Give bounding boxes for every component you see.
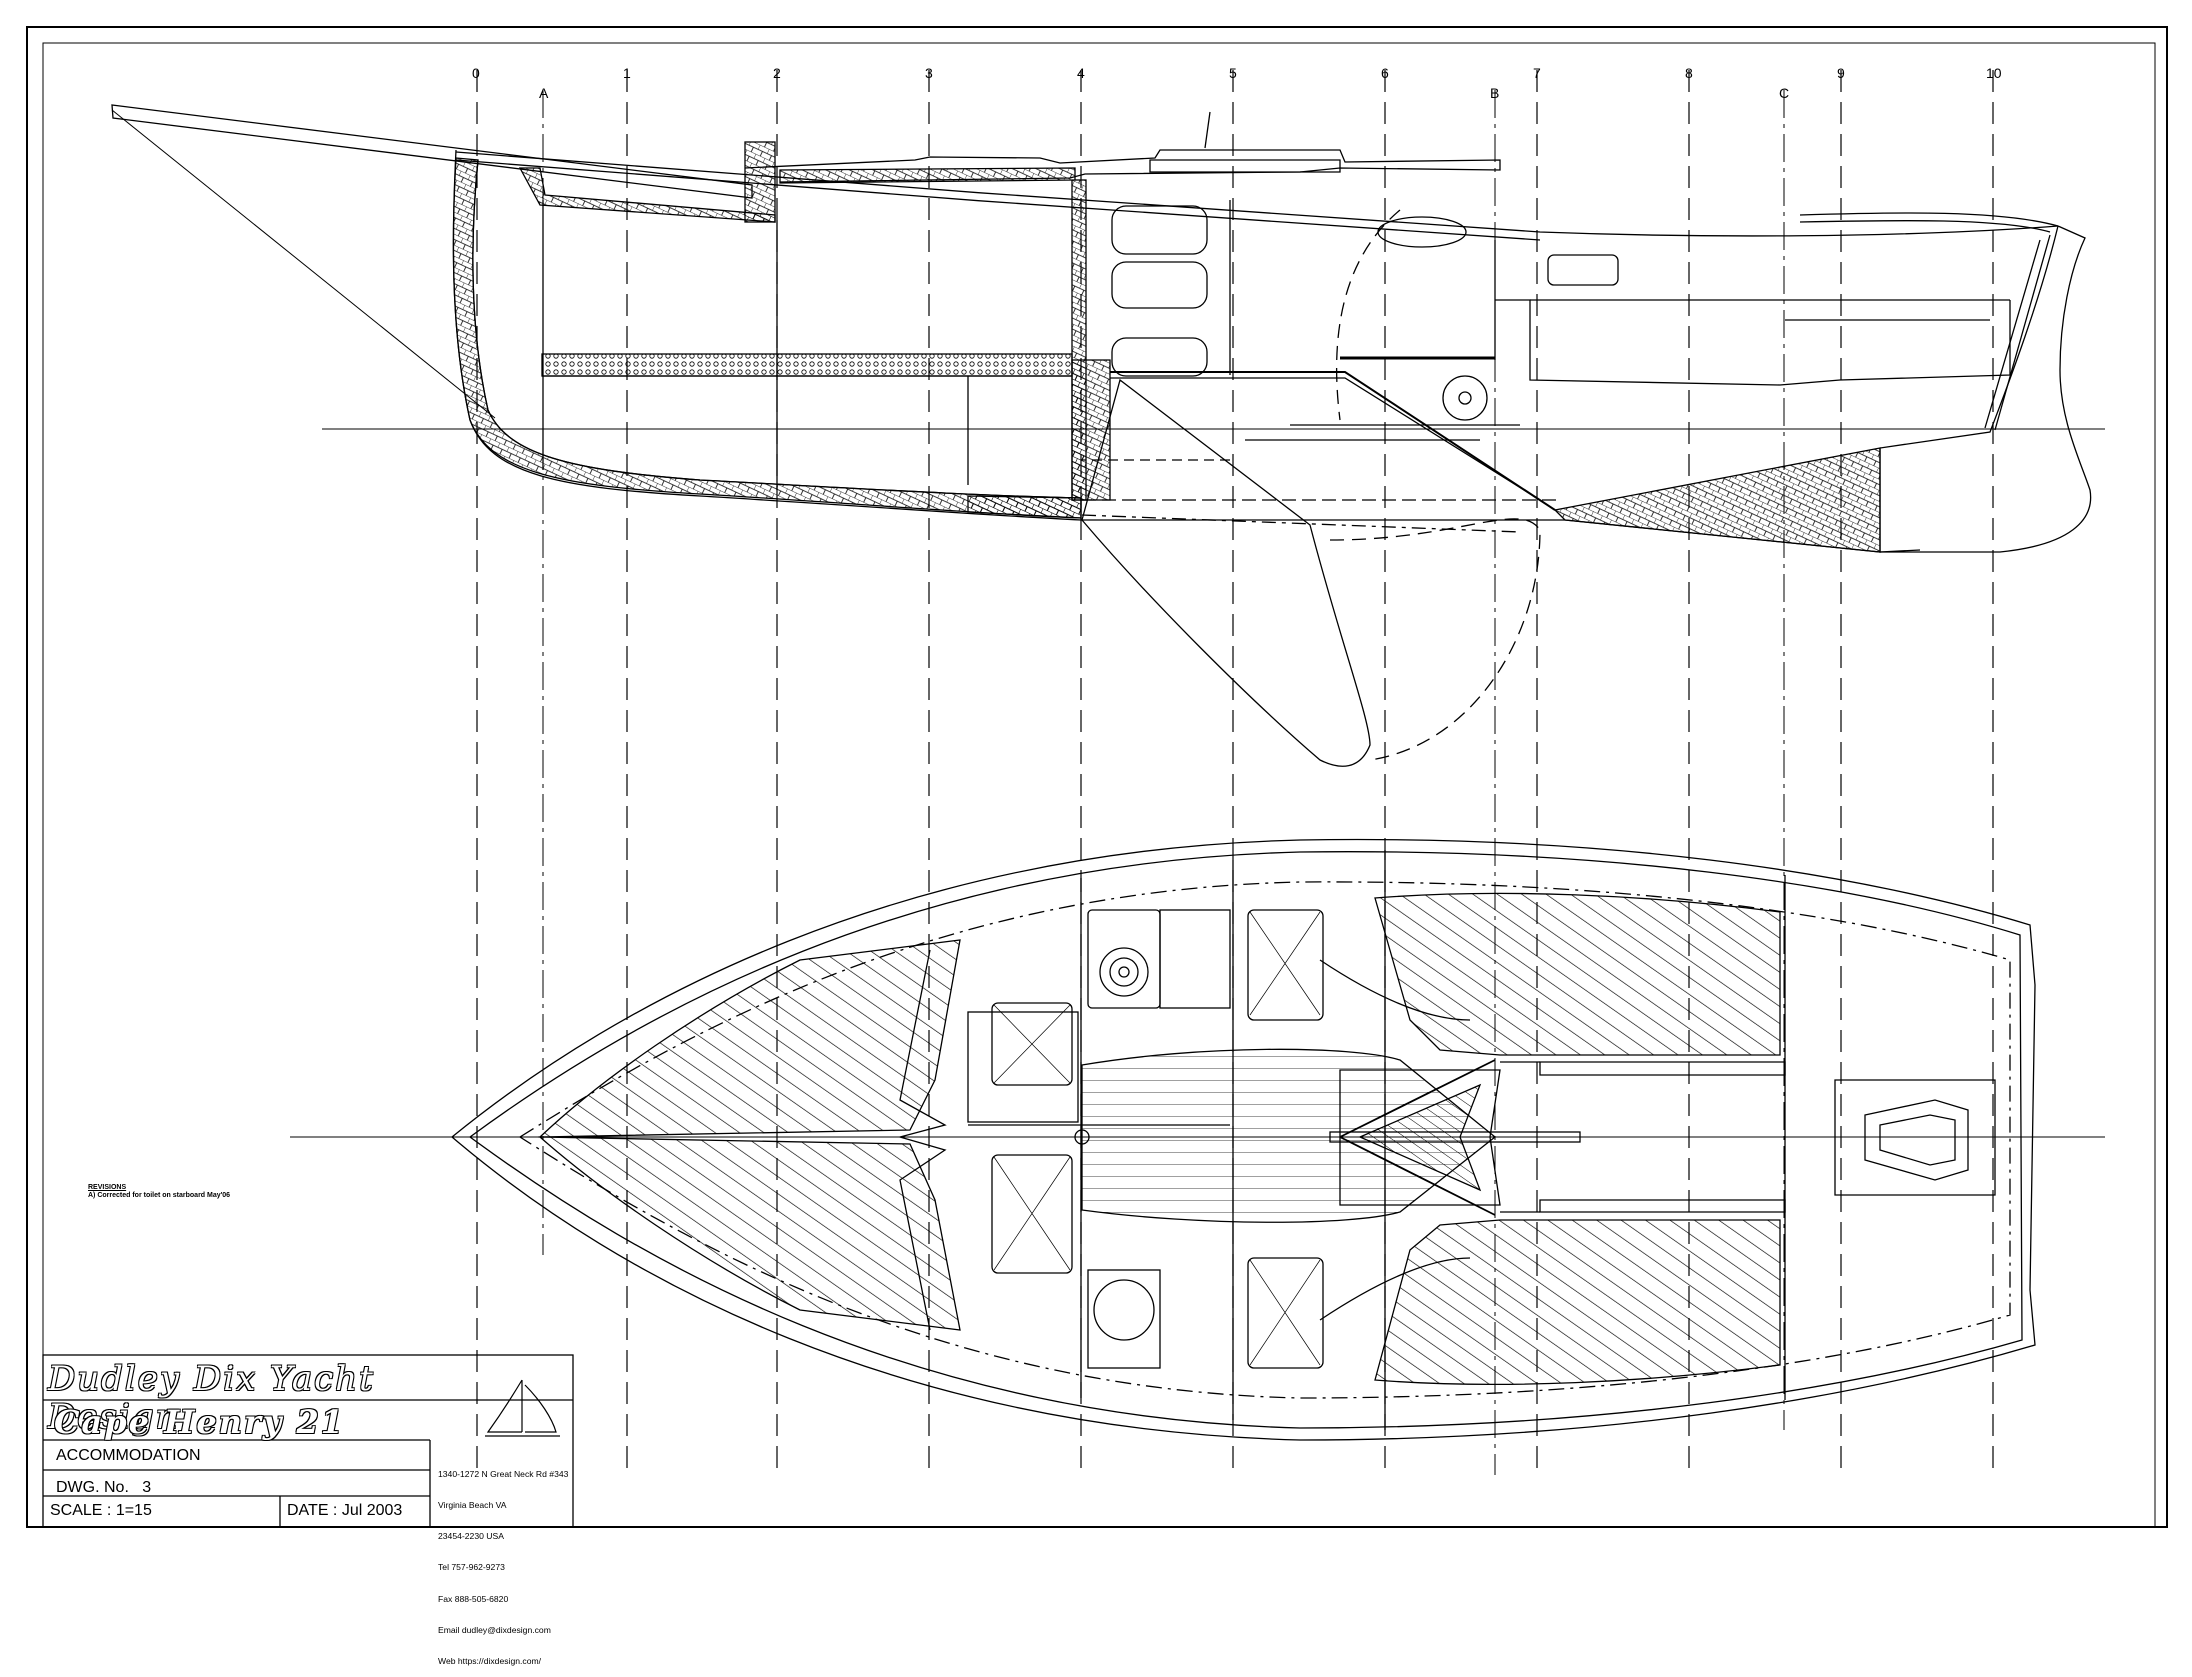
- keel-core: [967, 495, 1082, 519]
- date-label: DATE :: [287, 1502, 338, 1519]
- portlight: [1111, 337, 1208, 377]
- company-address: 1340-1272 N Great Neck Rd #343 Virginia …: [438, 1448, 588, 1677]
- title-block: [42, 1354, 574, 1528]
- revision-entry: A) Corrected for toilet on starboard May…: [88, 1192, 231, 1199]
- sink: [1093, 1279, 1155, 1341]
- scale-label: SCALE :: [50, 1502, 112, 1519]
- vberth-cushion: [541, 353, 1073, 377]
- station-label: 0: [472, 65, 480, 81]
- station-labels: 0 1 2 3 4 5 6 7 8 9 10 A B C: [472, 65, 2002, 101]
- address-line: Virginia Beach VA: [438, 1500, 507, 1511]
- cushion: [1247, 909, 1324, 1021]
- company-name: Dudley Dix Yacht Design: [48, 1359, 375, 1437]
- drawing-number: DWG. No. 3: [56, 1476, 151, 1500]
- stove: [1087, 909, 1161, 1009]
- revisions-note: REVISIONS A) Corrected for toilet on sta…: [88, 1184, 230, 1200]
- station-label: 5: [1229, 65, 1237, 81]
- profile-view: [111, 104, 2105, 767]
- cockpit-hatch: [1547, 254, 1619, 286]
- cushion: [1247, 1257, 1324, 1369]
- date-value: Jul 2003: [341, 1502, 403, 1519]
- portlight: [1111, 205, 1208, 255]
- drawing-number-value: 3: [142, 1479, 152, 1496]
- winch: [1442, 375, 1488, 421]
- scale-value: 1=15: [115, 1502, 152, 1519]
- station-label: 6: [1381, 65, 1389, 81]
- mast-step: [744, 141, 776, 223]
- reference-label: C: [1779, 85, 1789, 101]
- station-label: 8: [1685, 65, 1693, 81]
- cushion: [991, 1002, 1073, 1086]
- inner-border: [42, 42, 2156, 1528]
- station-label: 10: [1986, 65, 2002, 81]
- mast-compression-post: [1074, 1129, 1090, 1145]
- revisions-heading: REVISIONS: [88, 1184, 127, 1191]
- address-line: 1340-1272 N Great Neck Rd #343: [438, 1468, 569, 1479]
- cabin-top-core: [779, 167, 1076, 184]
- drawing-number-label: DWG. No.: [56, 1479, 129, 1496]
- deck-outline: [450, 838, 2036, 1441]
- settee-hatch-stbd: [1374, 1219, 1781, 1386]
- centerboard: [1081, 378, 1371, 767]
- portlight: [1111, 261, 1208, 309]
- drawing-title: ACCOMMODATION: [56, 1447, 201, 1464]
- stove-burner: [1099, 947, 1149, 997]
- date: DATE : Jul 2003: [287, 1500, 402, 1522]
- station-label: 3: [925, 65, 933, 81]
- settee-hatch-port: [1374, 892, 1781, 1056]
- cushion: [991, 1154, 1073, 1274]
- station-label: 2: [773, 65, 781, 81]
- station-label: 1: [623, 65, 631, 81]
- station-label: 7: [1533, 65, 1541, 81]
- vberth-hatch-port: [538, 939, 961, 1138]
- reference-label: A: [539, 85, 549, 101]
- boat-model: Cape Henry 21: [54, 1403, 346, 1441]
- aft-core: [1553, 447, 1881, 553]
- address-line: Email dudley@dixdesign.com: [438, 1624, 551, 1635]
- cockpit-well: [1834, 1079, 1996, 1196]
- company-logo: [485, 1379, 560, 1437]
- outer-border: [26, 26, 2168, 1528]
- drawing-sheet: 0 1 2 3 4 5 6 7 8 9 10 A B C: [26, 26, 2168, 1528]
- vberth-hatch-stbd: [538, 1136, 961, 1331]
- station-label: 9: [1837, 65, 1845, 81]
- address-line: Web https://dixdesign.com/: [438, 1656, 542, 1667]
- address-line: Fax 888-505-6820: [438, 1593, 509, 1604]
- reference-label: B: [1490, 85, 1499, 101]
- station-label: 4: [1077, 65, 1085, 81]
- plan-view: [290, 838, 2105, 1441]
- address-line: 23454-2230 USA: [438, 1531, 504, 1542]
- scale: SCALE : 1=15: [50, 1500, 152, 1522]
- address-line: Tel 757-962-9273: [438, 1562, 505, 1573]
